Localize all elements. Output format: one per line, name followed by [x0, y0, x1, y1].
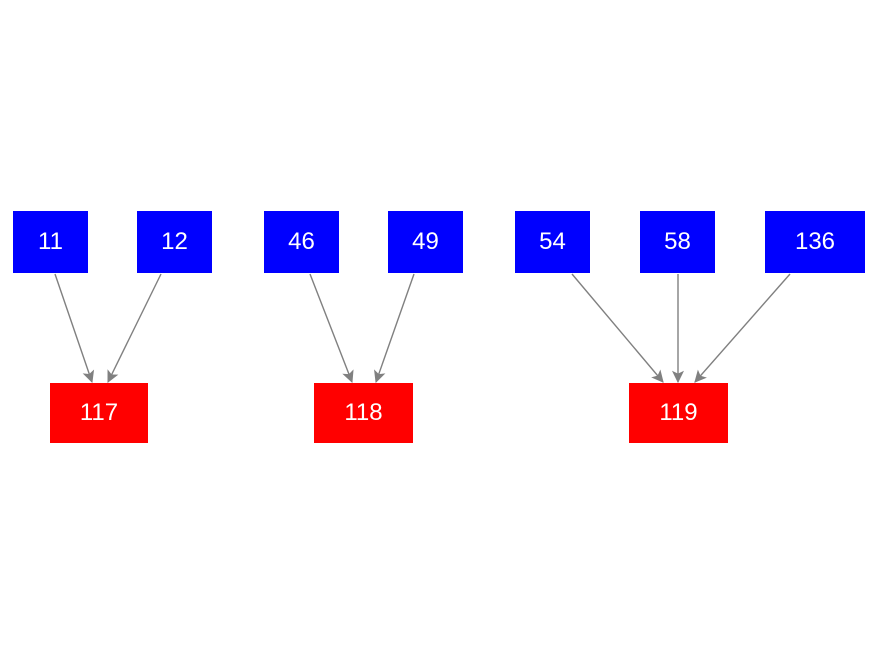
node-label: 11 [38, 228, 63, 255]
node-label: 136 [794, 228, 836, 255]
node-46[interactable]: 46 [264, 211, 339, 273]
node-label: 118 [344, 399, 383, 426]
node-label: 58 [664, 228, 691, 255]
node-58[interactable]: 58 [640, 211, 715, 273]
node-label: 12 [161, 228, 188, 255]
node-11[interactable]: 11 [13, 211, 88, 273]
node-12[interactable]: 12 [137, 211, 212, 273]
node-49[interactable]: 49 [388, 211, 463, 273]
edge-arrow [571, 273, 664, 383]
node-label: 119 [659, 399, 698, 426]
edge-arrow [374, 273, 415, 384]
node-label: 117 [79, 399, 119, 426]
node-label: 54 [539, 228, 566, 255]
node-118[interactable]: 118 [314, 383, 413, 443]
node-136[interactable]: 136 [765, 211, 865, 273]
node-54[interactable]: 54 [515, 211, 590, 273]
edge-arrow [107, 273, 162, 384]
edge-arrow [694, 273, 791, 383]
edges-group [54, 273, 791, 384]
node-label: 46 [288, 228, 315, 255]
node-119[interactable]: 119 [629, 383, 728, 443]
edge-arrow [309, 273, 354, 384]
node-117[interactable]: 117 [50, 383, 148, 443]
node-label: 49 [412, 228, 439, 255]
edge-arrow [54, 273, 95, 384]
